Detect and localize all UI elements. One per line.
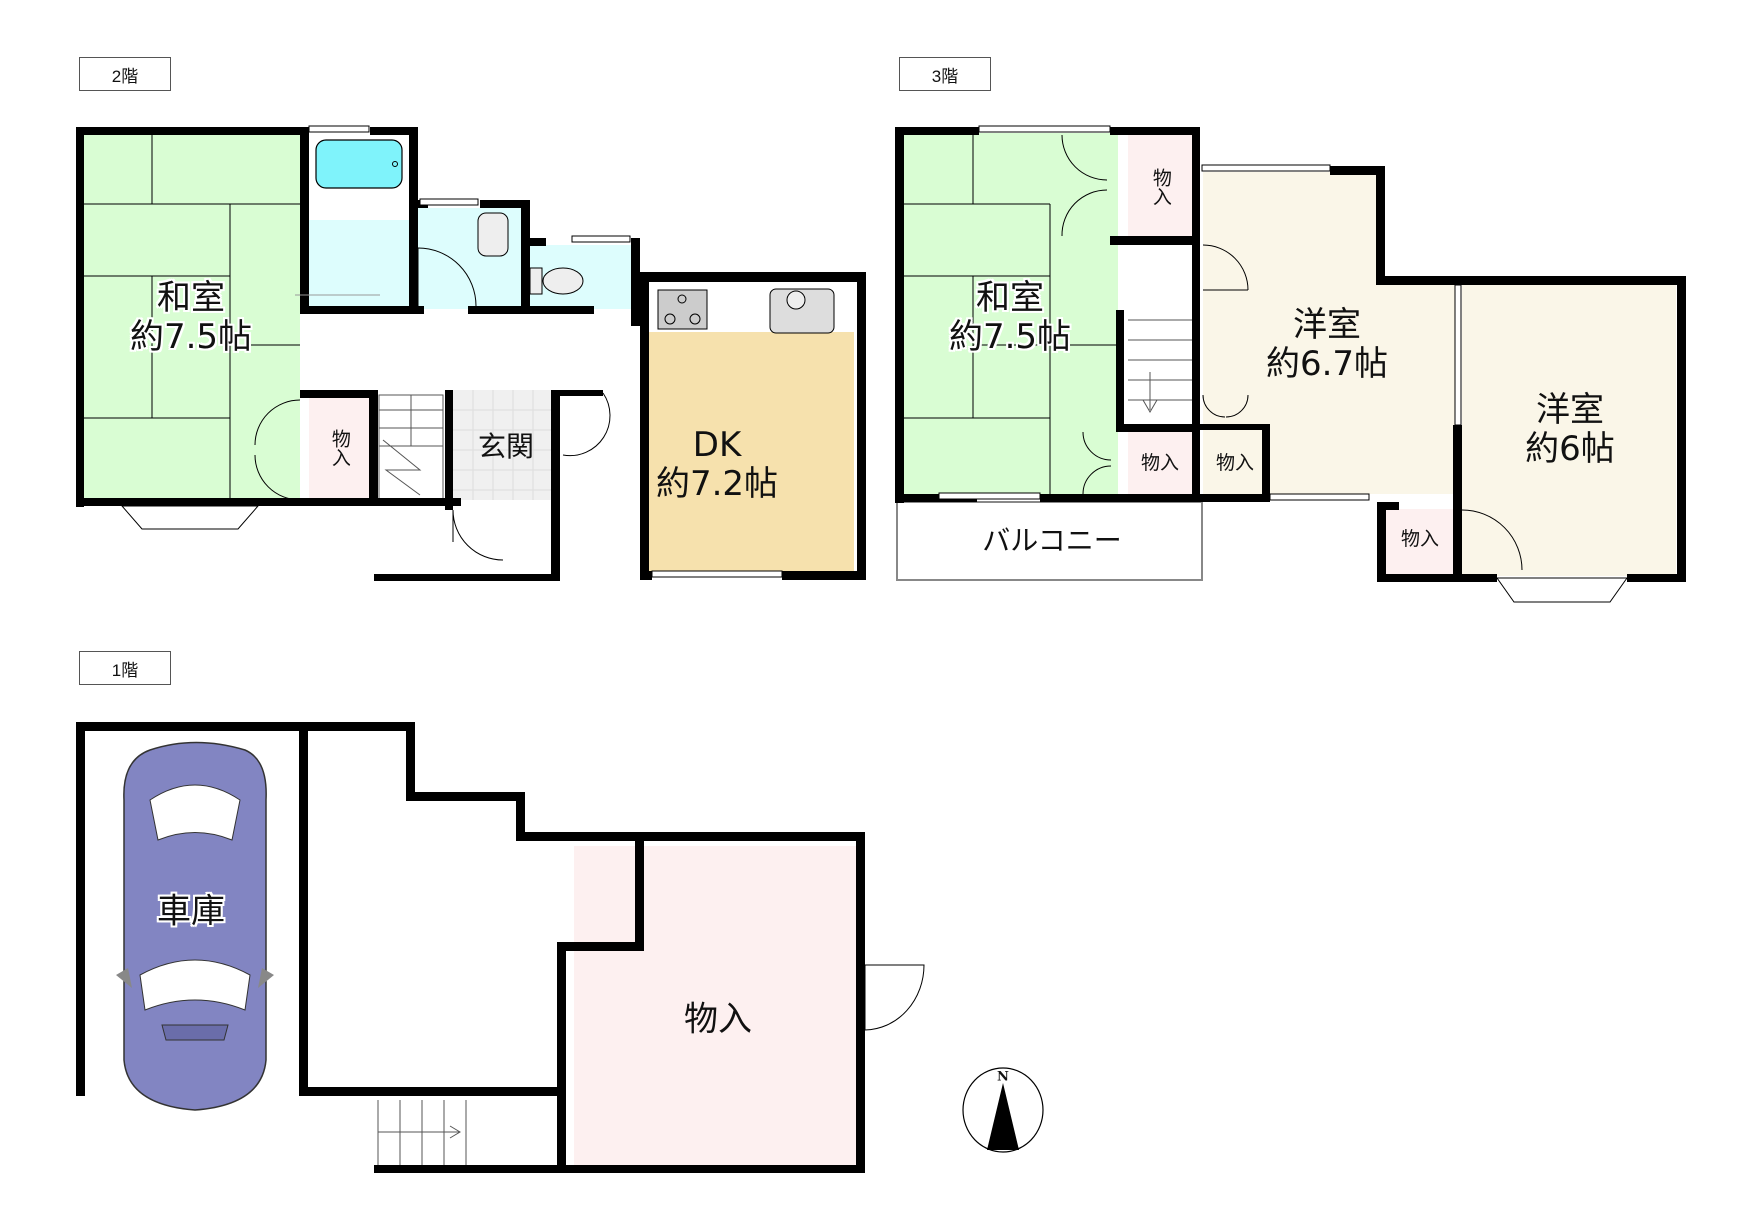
doors-2f [254,247,631,561]
floor-1-plan [76,722,1044,1173]
dk-floor [648,332,854,572]
floor-tag-1f-text: 1階 [111,660,139,680]
room-name: 洋室 [1292,304,1361,345]
burner-icon [689,313,701,325]
room-name: 玄関 [477,429,535,463]
bathtub-drain-icon [392,161,398,167]
room-storage-3f-bottom: 物入 [1400,528,1440,551]
floor-3-plan [895,125,1686,603]
car-icon [116,741,274,1111]
floor-tag-1f: 1階 [79,651,171,685]
door-1f-storage [864,964,925,1031]
room-yoshitsu-3f-1: 洋室 約6.7帖 [1265,304,1389,384]
washitsu-3f-floor [903,133,1118,494]
yoshitsu-3f-1-floor [1203,172,1376,494]
room-washitsu-2f: 和室 約7.5帖 [129,277,253,357]
stove-icon [657,289,708,330]
sink-drain-icon [786,290,806,310]
room-name: 物入 [1400,528,1440,551]
windows-2f [120,125,783,578]
storage-3f-bottom-floor [1385,509,1455,576]
room-name: 物入 [1140,452,1180,475]
room-name: 和室 [975,277,1044,318]
room-genkan: 玄関 [477,429,535,463]
tatami-lines-3f [903,133,1118,494]
stairs-1f [377,1100,467,1165]
sink-basin-icon [477,212,509,257]
room-storage-3f-top: 物入 [1149,168,1172,206]
room-name: バルコニー [982,523,1122,557]
hallway-2f [309,314,631,390]
room-size: 約7.2帖 [655,464,779,504]
stairs-3f [1128,319,1192,413]
washitsu-2f-floor [82,133,300,500]
yoshitsu-3f-2-floor [1462,283,1676,576]
floor-2-plan [76,125,866,581]
tatami-lines-2f [82,133,300,500]
walls-1f [76,722,865,1173]
room-name: 車庫 [157,891,225,932]
storage-3f-mid-left-floor [1128,432,1192,494]
bay-window-3f [1496,577,1628,603]
toilet-tank-icon [529,267,543,295]
doors-3f [1061,134,1523,571]
room-size: 約6帖 [1525,429,1615,469]
stairs-2f [378,394,444,500]
bay-window-2f [120,505,260,530]
room-name: 物入 [1215,452,1255,475]
floor-tag-3f: 3階 [899,57,991,91]
room-storage-3f-mid-right: 物入 [1215,452,1255,475]
yoshitsu-3f-1-floor-ext [1376,280,1458,494]
room-name: 物入 [684,999,752,1040]
compass-icon [962,1067,1044,1153]
room-name: 和室 [156,277,225,318]
kitchen-sink-icon [769,288,835,334]
storage-3f-top-floor [1128,133,1192,236]
walls-2f [76,127,866,581]
toilet-icon [542,267,584,295]
genkan-tile-grid [453,390,551,500]
room-yoshitsu-3f-2: 洋室 約6帖 [1525,389,1615,469]
storage-1f-floor [574,846,864,1168]
room-size: 約7.5帖 [129,317,253,357]
room-name: DK [692,424,742,465]
room-balcony: バルコニー [982,523,1122,557]
floor-tag-2f: 2階 [79,57,171,91]
windows-3f [938,125,1628,603]
room-storage-2f: 物入 [328,429,351,467]
room-garage: 車庫 [157,892,225,931]
floor-tag-3f-text: 3階 [931,66,959,86]
room-name: 物入 [1149,168,1172,206]
room-storage-1f: 物入 [684,1000,752,1039]
room-name: 物入 [328,429,351,467]
walls-3f [895,127,1686,582]
floor-tag-2f-text: 2階 [111,66,139,86]
genkan-floor [453,390,551,500]
burner-icon [677,294,687,304]
storage-2f-floor [309,395,369,499]
compass-n-text: N [997,1069,1009,1085]
bathtub-icon [315,139,403,189]
room-storage-3f-mid-left: 物入 [1140,452,1180,475]
compass-north-label: N [997,1069,1009,1086]
room-size: 約6.7帖 [1265,344,1389,384]
room-name: 洋室 [1535,389,1604,430]
burner-icon [664,313,676,325]
room-dk: DK 約7.2帖 [655,424,779,504]
room-washitsu-3f: 和室 約7.5帖 [948,277,1072,357]
room-size: 約7.5帖 [948,317,1072,357]
